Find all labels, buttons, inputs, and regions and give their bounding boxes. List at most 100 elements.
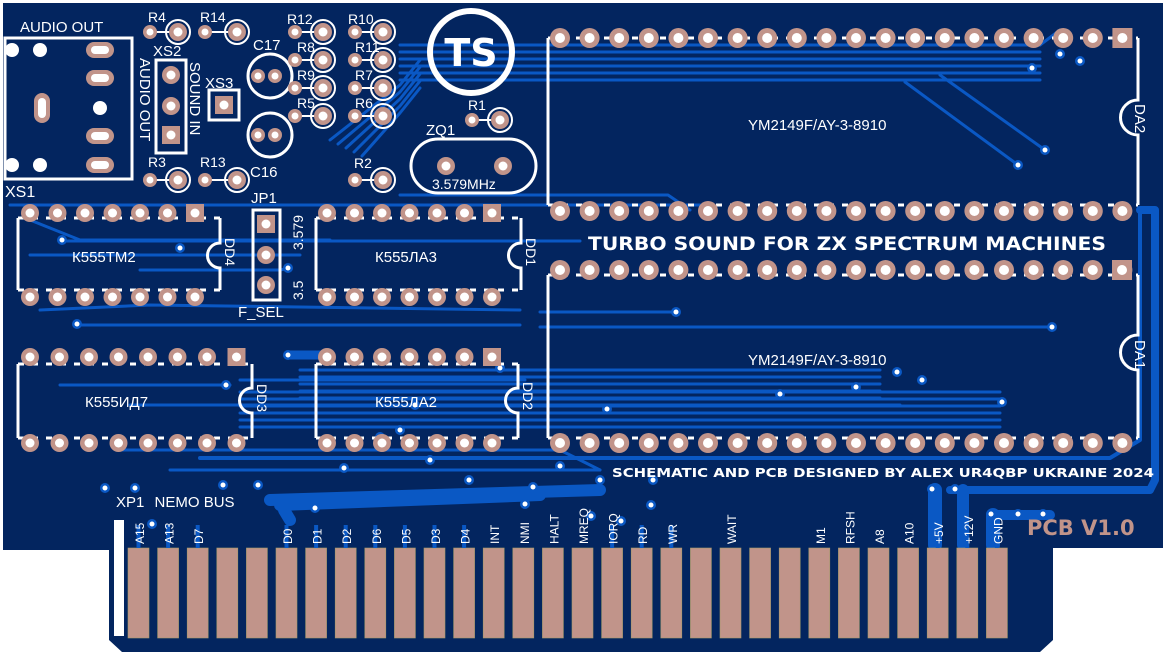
via-hole xyxy=(988,511,994,517)
via-hole xyxy=(1029,65,1035,71)
pad-hole xyxy=(1058,33,1069,43)
pad-hole xyxy=(673,438,684,448)
pad-hole xyxy=(405,208,414,218)
pad-hole xyxy=(202,352,212,362)
pad-hole xyxy=(1028,33,1039,43)
trace xyxy=(336,65,422,146)
pad-hole xyxy=(173,175,183,185)
pad-hole xyxy=(880,438,891,448)
edge-pin xyxy=(601,547,623,639)
pad-hole xyxy=(405,438,414,448)
via-hole xyxy=(312,505,318,511)
trace xyxy=(28,218,332,242)
pad-hole xyxy=(1028,265,1039,275)
via-hole xyxy=(919,377,925,383)
pad-hole xyxy=(441,161,451,171)
pad-hole xyxy=(584,206,595,216)
via-hole xyxy=(673,309,679,315)
resistor-label-r1: R1 xyxy=(468,97,486,113)
pad-hole xyxy=(732,265,743,275)
pad-hole xyxy=(999,265,1009,275)
pad-hole xyxy=(432,352,442,362)
edge-pin xyxy=(778,547,801,639)
dd2-outline xyxy=(314,364,520,438)
pad-hole xyxy=(201,28,209,36)
da2-outline xyxy=(546,38,1140,205)
pad-hole xyxy=(969,33,980,43)
silkscreen-labels: AUDIO OUT XS1 XS2 AUDIO OUT SOUND IN XS3… xyxy=(5,9,1154,540)
edge-pin xyxy=(127,547,150,639)
pad-hole xyxy=(487,208,497,218)
pad-hole xyxy=(939,265,950,275)
pad-hole xyxy=(791,438,802,448)
resistor-label-r13: R13 xyxy=(200,154,226,170)
pad-ring xyxy=(310,47,336,73)
pad-hole xyxy=(732,33,743,43)
xp1-label: XP1 NEMO BUS xyxy=(116,494,235,511)
pad-hole xyxy=(1087,33,1098,43)
via-hole xyxy=(1077,58,1083,64)
pad-hole xyxy=(999,33,1009,43)
pad-hole xyxy=(673,206,684,216)
pad-hole xyxy=(614,206,625,216)
pad-hole xyxy=(322,292,332,302)
xp1-bus-name: NEMO BUS xyxy=(155,494,235,511)
trace xyxy=(903,80,1020,167)
edge-pin xyxy=(838,547,860,639)
via-hole xyxy=(397,427,403,433)
edge-pin-label: WAIT xyxy=(725,514,739,544)
via-hole xyxy=(618,518,624,524)
board-version: PCB V1.0 xyxy=(1027,516,1135,540)
pad-hole xyxy=(55,352,64,362)
pad-hole xyxy=(703,33,713,43)
xs1-outline xyxy=(3,36,134,181)
pad-hole xyxy=(880,265,891,275)
pad-hole xyxy=(1058,265,1069,275)
pad-hole xyxy=(378,111,388,121)
pad-hole xyxy=(643,265,654,275)
edge-pin-label: A10 xyxy=(903,522,917,544)
pad-hole xyxy=(271,131,279,139)
ic-ref-da1: DA1 xyxy=(1131,340,1148,369)
pad-hole xyxy=(146,176,154,184)
pad-hole xyxy=(55,438,64,448)
pad-hole xyxy=(173,27,183,37)
pad-ring xyxy=(224,167,250,193)
edge-pin-label: A13 xyxy=(163,522,177,544)
pad-hole xyxy=(318,111,328,121)
pad-hole xyxy=(851,33,861,43)
board-credit: SCHEMATIC AND PCB DESIGNED BY ALEX UR4QB… xyxy=(612,466,1154,480)
oval-hole xyxy=(38,98,46,118)
edge-pin-label: MREQ xyxy=(577,508,591,544)
pad-hole xyxy=(350,438,359,448)
via-hole xyxy=(285,265,291,271)
pad-hole xyxy=(25,438,35,448)
jp1-label: F_SEL xyxy=(238,304,284,321)
ic-ref-da2: DA2 xyxy=(1131,104,1148,133)
pad-hole xyxy=(460,208,469,218)
dd1-outline xyxy=(314,218,523,290)
pad-hole xyxy=(146,28,154,36)
pad-hole xyxy=(143,352,153,362)
pad-hole xyxy=(614,438,625,448)
pad-hole xyxy=(939,206,950,216)
pad-hole xyxy=(163,292,172,302)
pad-hole xyxy=(1087,438,1098,448)
pad-hole xyxy=(135,292,145,302)
mounting-hole xyxy=(93,101,107,115)
edge-pin-label: D6 xyxy=(370,528,384,544)
trace xyxy=(38,303,522,312)
pad-hole xyxy=(791,206,802,216)
pad-hole xyxy=(350,352,359,362)
ic-part-dd3: К555ИД7 xyxy=(85,394,148,411)
via-hole xyxy=(427,457,433,463)
pad-ring xyxy=(310,103,336,129)
pad-hole xyxy=(673,33,684,43)
pad-hole xyxy=(939,33,950,43)
edge-pin xyxy=(926,547,949,639)
pad-hole xyxy=(163,208,172,218)
pad-ring xyxy=(310,19,336,45)
pad-hole xyxy=(322,352,332,362)
pad-hole xyxy=(910,438,921,448)
via-hole xyxy=(1015,162,1021,168)
